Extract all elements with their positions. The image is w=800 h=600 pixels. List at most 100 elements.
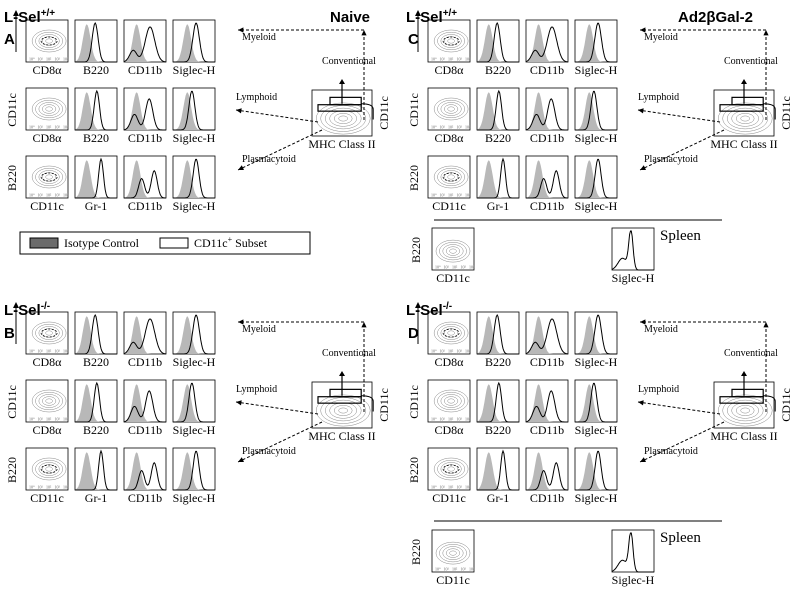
panel-d-spleen-label: Spleen: [660, 530, 701, 546]
panel-b-lymphoid-label: Lymphoid: [236, 384, 277, 395]
panel-c-r1-c3-histogram: [574, 87, 618, 131]
panel-d-r1-c0-contour-ring: [437, 391, 465, 411]
panel-c-plasmacytoid-arrow: [639, 129, 725, 171]
panel-d-r2-c0-tick: 10⁰: [431, 485, 437, 490]
panel-b-lymphoid-arrow: [235, 400, 319, 415]
panel-b-r2-c2-histogram: [123, 447, 167, 491]
panel-d-r2-c3-subset-line: [575, 450, 617, 491]
panel-b-r2-c0-contour-ring: [45, 466, 53, 472]
panel-d-r0-c0-tick: 10³: [457, 349, 463, 354]
panel-c-r0-c0-gate: [442, 36, 460, 46]
panel-d-conventional-arrowhead: [741, 371, 747, 376]
panel-d-yaxis-arrowhead: [415, 302, 421, 308]
panel-b-r1-c0-contour-ring: [35, 391, 63, 411]
panel-b-r0-label-0: CD8α: [33, 355, 63, 369]
panel-a-r0-c3-subset-line: [173, 22, 215, 63]
panel-a-yaxis-arrowhead: [13, 10, 19, 16]
panel-b-r1-c0-contour-ring: [31, 389, 67, 413]
panel-d-spleen-contour-tick: 10⁴: [469, 567, 475, 572]
panel-d-genotype: L-Sel-/-: [406, 301, 452, 319]
panel-d-r0-label-3: Siglec-H: [575, 355, 618, 369]
panel-d-spleen-contour-contour-ring: [445, 548, 461, 558]
panel-d-spleen-hist-xlabel: Siglec-H: [612, 573, 655, 587]
panel-d-r0-label-1: B220: [485, 355, 511, 369]
panel-a-r2-c3-histogram: [172, 155, 216, 199]
panel-a-r0-c0-contour-ring: [35, 31, 63, 51]
panel-a-r0-c1-histogram: [74, 19, 118, 63]
panel-b-r2-c0-frame: [25, 447, 69, 491]
panel-c-plasmacytoid-arrowhead: [640, 165, 646, 170]
panel-a-r2-c0-contour-ring: [31, 165, 67, 189]
panel-c-r1-c0-contour-ring: [433, 97, 469, 121]
panel-a-r0-c0-gate: [40, 36, 58, 46]
panel-b-r0-c1-subset-line: [75, 313, 117, 355]
panel-b-conventional-label: Conventional: [322, 348, 376, 359]
panel-d-spleen-hist: [611, 529, 655, 573]
panel-a-r0-c0-frame: [25, 19, 69, 63]
panel-c-r2-label-2: CD11b: [530, 199, 564, 213]
condition-ad2bgal2: Ad2βGal-2: [678, 9, 753, 26]
panel-d-r0-c0-contour-ring: [440, 326, 462, 340]
panel-a-r1-label-3: Siglec-H: [173, 131, 216, 145]
panel-a-lymphoid-arrowhead: [236, 108, 242, 114]
panel-c-mhc-ylabel: CD11c: [779, 96, 793, 130]
panel-c-conventional-gate: [731, 96, 764, 106]
panel-b-r2-label-2: CD11b: [128, 491, 162, 505]
panel-b-conventional-gate: [329, 388, 362, 398]
panel-c-spleen-contour-tick: 10²: [452, 265, 458, 270]
panel-a-r2-c0-tick: 10⁴: [63, 193, 69, 198]
panel-c-r0-c0-contour-ring: [437, 31, 465, 51]
panel-c-r0-c0-contour-ring: [433, 29, 469, 53]
panel-c-r0-c0-tick: 10⁰: [431, 57, 437, 62]
panel-b-r0-c0-contour-ring: [31, 321, 67, 345]
panel-d-mhc-ylabel: CD11c: [779, 388, 793, 422]
panel-a-lymphoid-arrow: [235, 108, 319, 123]
panel-a-r2-c1-subset-line: [75, 157, 117, 199]
panel-d-r2-c1-isotype-peak: [477, 452, 519, 490]
panel-c-r1-c2-histogram: [525, 87, 569, 131]
panel-b-yaxis-arrowhead: [13, 302, 19, 308]
panel-d-spleen-contour-frame: [431, 529, 475, 573]
panel-a-plasmacytoid-arrow-line: [237, 129, 323, 171]
panel-c-spleen-contour-contour-ring: [442, 244, 464, 258]
panel-a-conventional-label: Conventional: [322, 56, 376, 67]
panel-d-r2-c1-subset-line: [477, 449, 519, 491]
panel-c-spleen-contour-contour-ring: [449, 248, 457, 254]
panel-c-r2-c3-subset-line: [575, 158, 617, 199]
panel-c-r0-c3-histogram: [574, 19, 618, 63]
panel-d-r1-label-0: CD8α: [435, 423, 465, 437]
panel-a-myeloid-label: Myeloid: [242, 32, 276, 43]
panel-d-lymphoid-arrowhead: [638, 400, 644, 406]
panel-c-r1-c0-contour-ring: [444, 104, 459, 114]
panel-b-r2-c2-isotype-peak: [124, 452, 166, 490]
panel-c-lymphoid-arrowhead: [638, 108, 644, 114]
panel-d-r1-c1-subset-line: [477, 381, 519, 423]
panel-a-conventional-arrowhead: [339, 79, 345, 84]
panel-d-r1-c0-tick: 10³: [457, 417, 463, 422]
panel-d-myeloid-arrow: [640, 319, 766, 325]
panel-c-lymphoid-arrow: [637, 108, 721, 123]
panel-d-r0-c0-frame: [427, 311, 471, 355]
panel-a-r1-c0-tick: 10²: [46, 125, 52, 130]
panel-c-r2-c3-isotype-peak: [575, 160, 617, 198]
panel-c-r0-c0-contour-ring: [440, 34, 462, 48]
panel-b-r0-c0-gate: [40, 328, 58, 338]
panel-c-r1-label-2: CD11b: [530, 131, 564, 145]
panel-a-plasmacytoid-arrow: [237, 129, 323, 171]
panel-a-r2-c0-frame: [25, 155, 69, 199]
panel-d-lymphoid-label: Lymphoid: [638, 384, 679, 395]
panel-a-contour-ring: [324, 107, 362, 130]
panel-b-genotype: L-Sel-/-: [4, 301, 50, 319]
panel-a-r1-c3-subset-line: [173, 90, 215, 131]
panel-d-r0-c3-histogram: [574, 311, 618, 355]
panel-a-r0-c0-tick: 10²: [46, 57, 52, 62]
panel-c-r1-label-0: CD8α: [435, 131, 465, 145]
panel-c-spleen-contour-tick: 10³: [461, 265, 467, 270]
panel-b-myeloid-arrow: [238, 319, 364, 325]
